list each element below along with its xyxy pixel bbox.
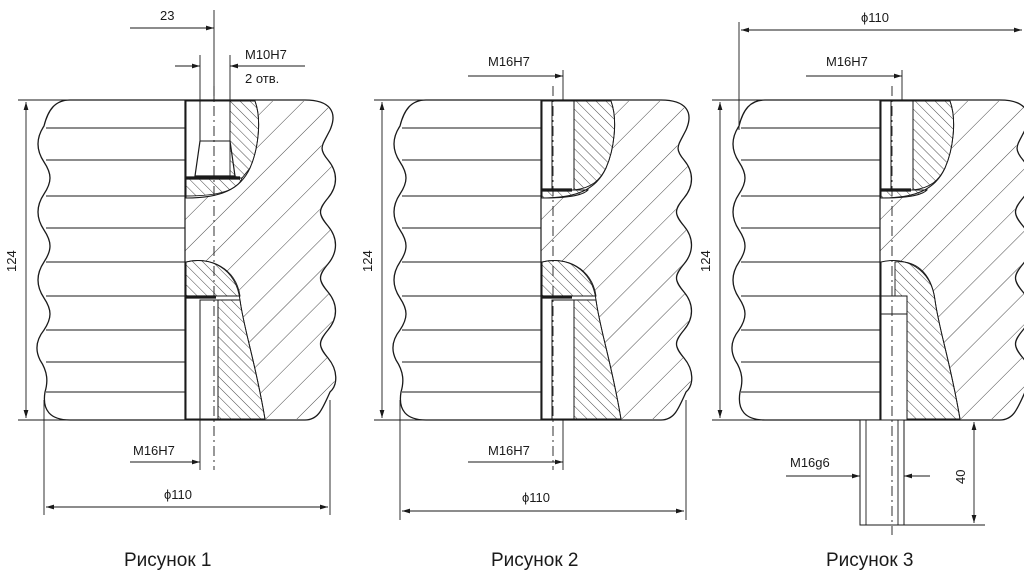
caption-figure-3: Рисунок 3 xyxy=(826,550,914,571)
dim-m16h7-top-text-3: M16H7 xyxy=(826,54,868,69)
dim-diameter-text: ϕ110 xyxy=(164,487,192,502)
dim-124-text: 124 xyxy=(4,250,19,272)
figure-1: 23 M10H7 2 отв. 124 M16H7 ϕ110 Рисунок 1 xyxy=(4,8,337,571)
dim-diameter-text-3: ϕ110 xyxy=(861,10,889,25)
dim-diameter-text-2: ϕ110 xyxy=(522,490,550,505)
figure-3: ϕ110 M16H7 124 M16g6 40 Рисунок 3 xyxy=(698,10,1024,571)
figure-2: M16H7 124 M16H7 ϕ110 Рисунок 2 xyxy=(360,54,693,571)
insulator-body-3 xyxy=(731,99,1024,421)
dim-23-text: 23 xyxy=(160,8,174,23)
caption-figure-1: Рисунок 1 xyxy=(124,550,212,571)
dim-124-text-2: 124 xyxy=(360,250,375,272)
dim-m16h7-bottom-text: M16H7 xyxy=(488,443,530,458)
dim-m10h7-text: M10H7 xyxy=(245,47,287,62)
dim-m16g6-text: M16g6 xyxy=(790,455,830,470)
dim-124-text-3: 124 xyxy=(698,250,713,272)
dim-40-text: 40 xyxy=(953,470,968,484)
insulator-body-2 xyxy=(392,99,693,421)
caption-figure-2: Рисунок 2 xyxy=(491,550,579,571)
dim-holes-text: 2 отв. xyxy=(245,71,279,86)
insulator-body-1 xyxy=(36,99,337,421)
threaded-stud xyxy=(859,419,905,526)
dim-m16h7-text: M16H7 xyxy=(133,443,175,458)
rib-lines xyxy=(46,127,185,393)
dim-m16h7-top-text: M16H7 xyxy=(488,54,530,69)
